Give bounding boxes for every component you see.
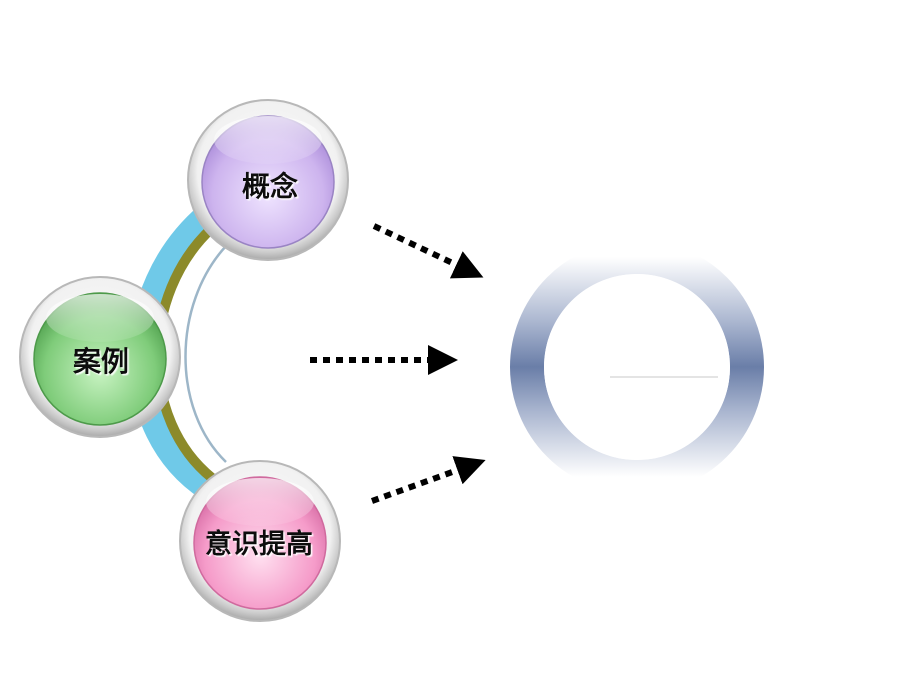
arrows bbox=[310, 223, 486, 504]
node-case-label: 案例 bbox=[73, 345, 129, 378]
target-ring bbox=[510, 240, 764, 494]
node-awareness[interactable]: 意识提高 bbox=[179, 460, 341, 622]
node-concept-label: 概念 bbox=[242, 170, 298, 203]
node-awareness-label: 意识提高 bbox=[205, 528, 313, 560]
node-case[interactable]: 案例 bbox=[19, 276, 181, 438]
node-concept[interactable]: 概念 bbox=[187, 99, 349, 261]
arrow-top bbox=[372, 223, 484, 279]
arrow-bottom bbox=[370, 456, 486, 504]
